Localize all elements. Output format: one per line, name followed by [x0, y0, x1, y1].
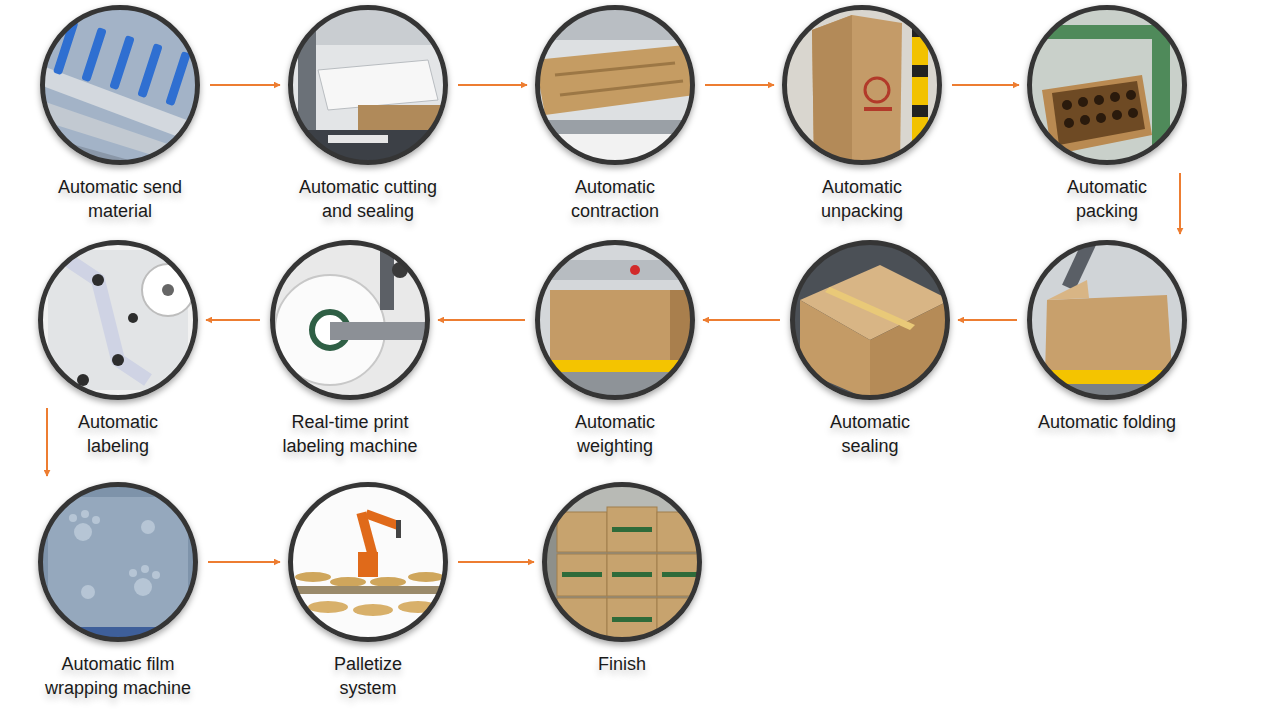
step-label: Automatic packing — [1042, 175, 1172, 223]
photo-ring — [1027, 5, 1187, 165]
step-label: Automatic film wrapping machine — [33, 652, 203, 700]
process-step: Automatic sealing — [770, 240, 970, 458]
process-step: Automatic folding — [1003, 240, 1211, 434]
step-label: Real-time print labeling machine — [270, 410, 430, 458]
photo-ring — [535, 240, 695, 400]
flow-arrow — [703, 319, 780, 321]
photo-folding — [1027, 239, 1187, 404]
photo-packing — [1027, 5, 1187, 165]
photo-cutting-sealing — [288, 5, 448, 170]
flow-arrow — [206, 319, 260, 321]
photo-ring — [38, 240, 198, 400]
step-label: Palletize system — [303, 652, 433, 700]
photo-ring — [782, 5, 942, 165]
step-label: Automatic sealing — [805, 410, 935, 458]
photo-labeling — [38, 240, 198, 400]
process-step: Finish — [522, 482, 722, 676]
process-step: Automatic labeling — [18, 240, 218, 458]
flow-arrow — [1179, 173, 1181, 234]
flow-arrow — [958, 319, 1017, 321]
process-step: Automatic contraction — [515, 5, 715, 223]
step-label: Automatic contraction — [540, 175, 690, 223]
photo-weighting — [535, 240, 695, 402]
photo-ring — [542, 482, 702, 642]
process-step: Palletize system — [268, 482, 468, 700]
photo-unpacking — [782, 5, 942, 165]
flow-arrow — [458, 561, 534, 563]
process-step: Automatic unpacking — [762, 5, 962, 223]
process-step: Automatic packing — [1007, 5, 1207, 223]
flow-arrow — [208, 561, 280, 563]
flow-arrow — [438, 319, 525, 321]
process-step: Automatic film wrapping machine — [18, 482, 218, 700]
process-step: Automatic weighting — [515, 240, 715, 458]
photo-film-wrapping — [38, 482, 198, 647]
flow-arrow — [458, 84, 527, 86]
step-label: Automatic folding — [1003, 410, 1211, 434]
photo-contraction — [535, 5, 695, 169]
photo-send-material — [40, 5, 200, 180]
process-step: Automatic cutting and sealing — [268, 5, 468, 223]
photo-print-labeling — [270, 240, 430, 400]
photo-ring — [790, 240, 950, 400]
process-step: Automatic send material — [20, 5, 220, 223]
photo-ring — [535, 5, 695, 165]
flow-arrow — [952, 84, 1019, 86]
step-label: Automatic labeling — [53, 410, 183, 458]
process-step: Real-time print labeling machine — [250, 240, 450, 458]
step-label: Automatic weighting — [550, 410, 680, 458]
step-label: Automatic cutting and sealing — [293, 175, 443, 223]
step-label: Automatic unpacking — [797, 175, 927, 223]
photo-ring — [270, 240, 430, 400]
flow-arrow — [210, 84, 280, 86]
photo-ring — [38, 482, 198, 642]
photo-ring — [288, 482, 448, 642]
flow-arrow — [705, 84, 774, 86]
flow-arrow — [46, 408, 48, 476]
photo-ring — [40, 5, 200, 165]
photo-palletize — [288, 482, 448, 642]
step-label: Finish — [557, 652, 687, 676]
photo-ring — [288, 5, 448, 165]
step-label: Automatic send material — [45, 175, 195, 223]
photo-finish — [542, 482, 707, 642]
photo-ring — [1027, 240, 1187, 400]
photo-sealing — [790, 240, 950, 400]
